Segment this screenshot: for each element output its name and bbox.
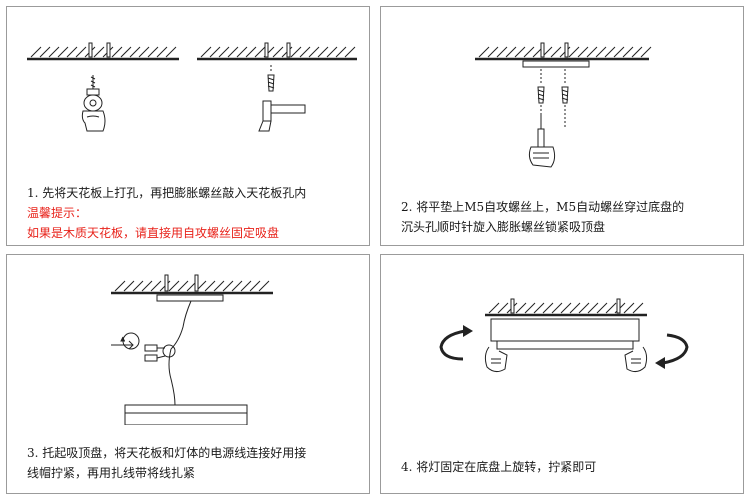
ceiling	[485, 299, 647, 315]
step-2-text-line-2: 沉头孔顺时针旋入膨胀螺丝锁紧吸顶盘	[401, 220, 606, 234]
step-4-panel: 4. 将灯固定在底盘上旋转，拧紧即可	[380, 254, 744, 494]
rotate-right-arrow-icon	[655, 335, 687, 369]
ceiling	[111, 275, 273, 293]
warning-title: 温馨提示：	[27, 206, 88, 220]
power-wire	[171, 301, 191, 349]
step-1-text: 1. 先将天花板上打孔，再把膨胀螺丝敲入天花板孔内	[27, 186, 307, 200]
ceiling-right	[197, 43, 357, 59]
hammer-icon	[259, 101, 305, 131]
step-3-text-line-2: 线帽拧紧，再用扎线带将线扎紧	[27, 466, 196, 480]
step-3-text-line-1: 3. 托起吸顶盘，将天花板和灯体的电源线连接好用接	[27, 446, 307, 460]
right-hand-icon	[625, 347, 647, 372]
base-plate	[157, 295, 223, 301]
step-3-caption: 3. 托起吸顶盘，将天花板和灯体的电源线连接好用接 线帽拧紧，再用扎线带将线扎紧	[27, 443, 359, 483]
step-4-caption: 4. 将灯固定在底盘上旋转，拧紧即可	[401, 457, 733, 477]
step-1-caption: 1. 先将天花板上打孔，再把膨胀螺丝敲入天花板孔内 温馨提示： 如果是木质天花板…	[27, 183, 359, 243]
screwdriver-icon	[529, 115, 554, 167]
step-1-panel: 1. 先将天花板上打孔，再把膨胀螺丝敲入天花板孔内 温馨提示： 如果是木质天花板…	[6, 6, 370, 246]
ceiling	[475, 43, 651, 59]
step-4-text: 4. 将灯固定在底盘上旋转，拧紧即可	[401, 460, 597, 474]
ceiling-lamp-body	[125, 413, 247, 425]
ceiling-lamp-top	[125, 405, 247, 413]
expansion-anchor-icon	[268, 65, 274, 91]
ceiling-lamp	[491, 319, 639, 341]
wire-nut-icon	[145, 345, 175, 361]
left-hand-icon	[485, 347, 507, 372]
step-3-panel: 3. 托起吸顶盘，将天花板和灯体的电源线连接好用接 线帽拧紧，再用扎线带将线扎紧	[6, 254, 370, 494]
step-2-illustration	[381, 7, 743, 177]
step-1-illustration	[7, 7, 369, 177]
step-2-panel: 2. 将平垫上M5自攻螺丝上，M5自动螺丝穿过底盘的 沉头孔顺时针旋入膨胀螺丝锁…	[380, 6, 744, 246]
lamp-wire	[169, 349, 175, 405]
step-2-text-line-1: 2. 将平垫上M5自攻螺丝上，M5自动螺丝穿过底盘的	[401, 200, 685, 214]
screws-icon	[538, 69, 568, 129]
step-2-caption: 2. 将平垫上M5自攻螺丝上，M5自动螺丝穿过底盘的 沉头孔顺时针旋入膨胀螺丝锁…	[401, 197, 733, 237]
rotate-left-arrow-icon	[441, 325, 473, 359]
step-3-illustration	[7, 255, 369, 425]
drill-icon	[82, 75, 105, 131]
rotate-arrow-icon	[111, 333, 139, 349]
warning-text: 如果是木质天花板，请直接用自攻螺丝固定吸盘	[27, 226, 280, 240]
ceiling-left	[27, 43, 179, 59]
step-4-illustration	[381, 255, 743, 425]
base-plate	[523, 61, 589, 67]
